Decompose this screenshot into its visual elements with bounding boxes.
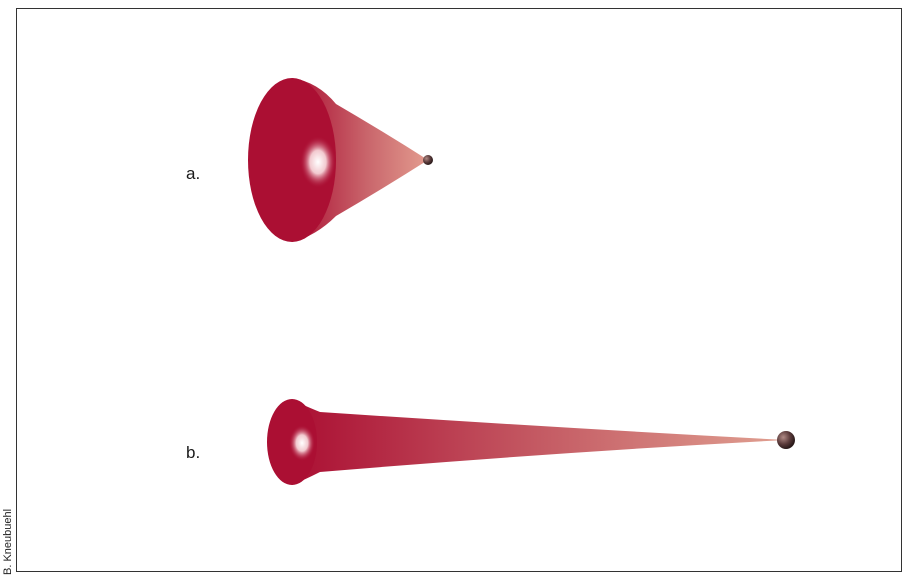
- cone-a: [248, 78, 433, 242]
- label-a: a.: [186, 164, 201, 183]
- sphere-b: [777, 431, 795, 449]
- cone-b-body: [292, 399, 786, 485]
- photo-credit: B. Kneubuehl: [2, 508, 14, 575]
- cone-a-mouth: [248, 78, 336, 242]
- label-b: b.: [186, 443, 201, 462]
- cone-b-highlight: [289, 425, 315, 461]
- figure-frame: [16, 8, 902, 572]
- cone-a-highlight: [300, 136, 336, 188]
- sphere-a: [423, 155, 433, 165]
- cone-b: [267, 399, 795, 485]
